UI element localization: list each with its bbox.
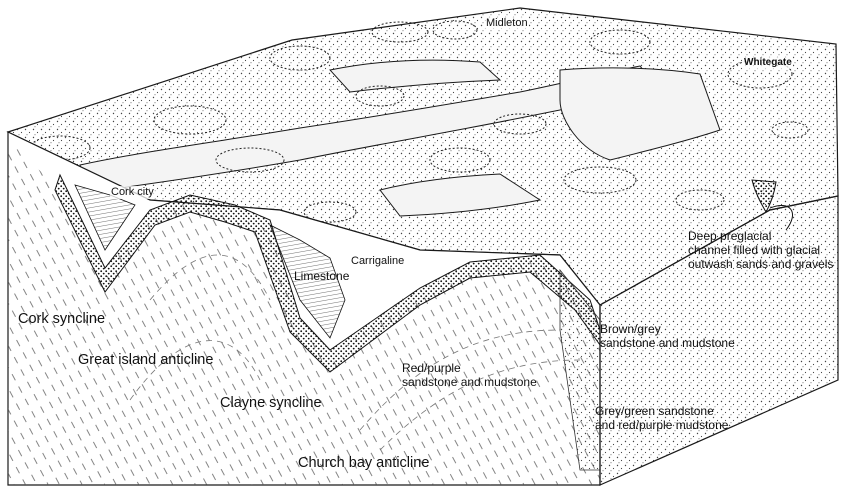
label-clayne-syncline: Clayne syncline [220,395,322,412]
label-carrigaline: Carrigaline [350,255,405,268]
label-whitegate: Whitegate [743,57,793,69]
label-preglacial-channel: Deep preglacial channel filled with glac… [688,230,833,271]
label-cork-city: Cork city [110,186,155,199]
label-church-bay-anticline: Church bay anticline [298,455,429,472]
label-great-island-anticline: Great island anticline [78,352,213,369]
label-brown-grey-sandstone: Brown/grey sandstone and mudstone [600,323,735,351]
label-midleton: Midleton [485,17,529,30]
label-red-purple-sandstone: Red/purple sandstone and mudstone [402,362,537,390]
label-cork-syncline: Cork syncline [18,311,105,328]
label-limestone: Limestone [294,270,349,284]
label-grey-green-sandstone: Grey/green sandstone and red/purple muds… [595,405,728,433]
